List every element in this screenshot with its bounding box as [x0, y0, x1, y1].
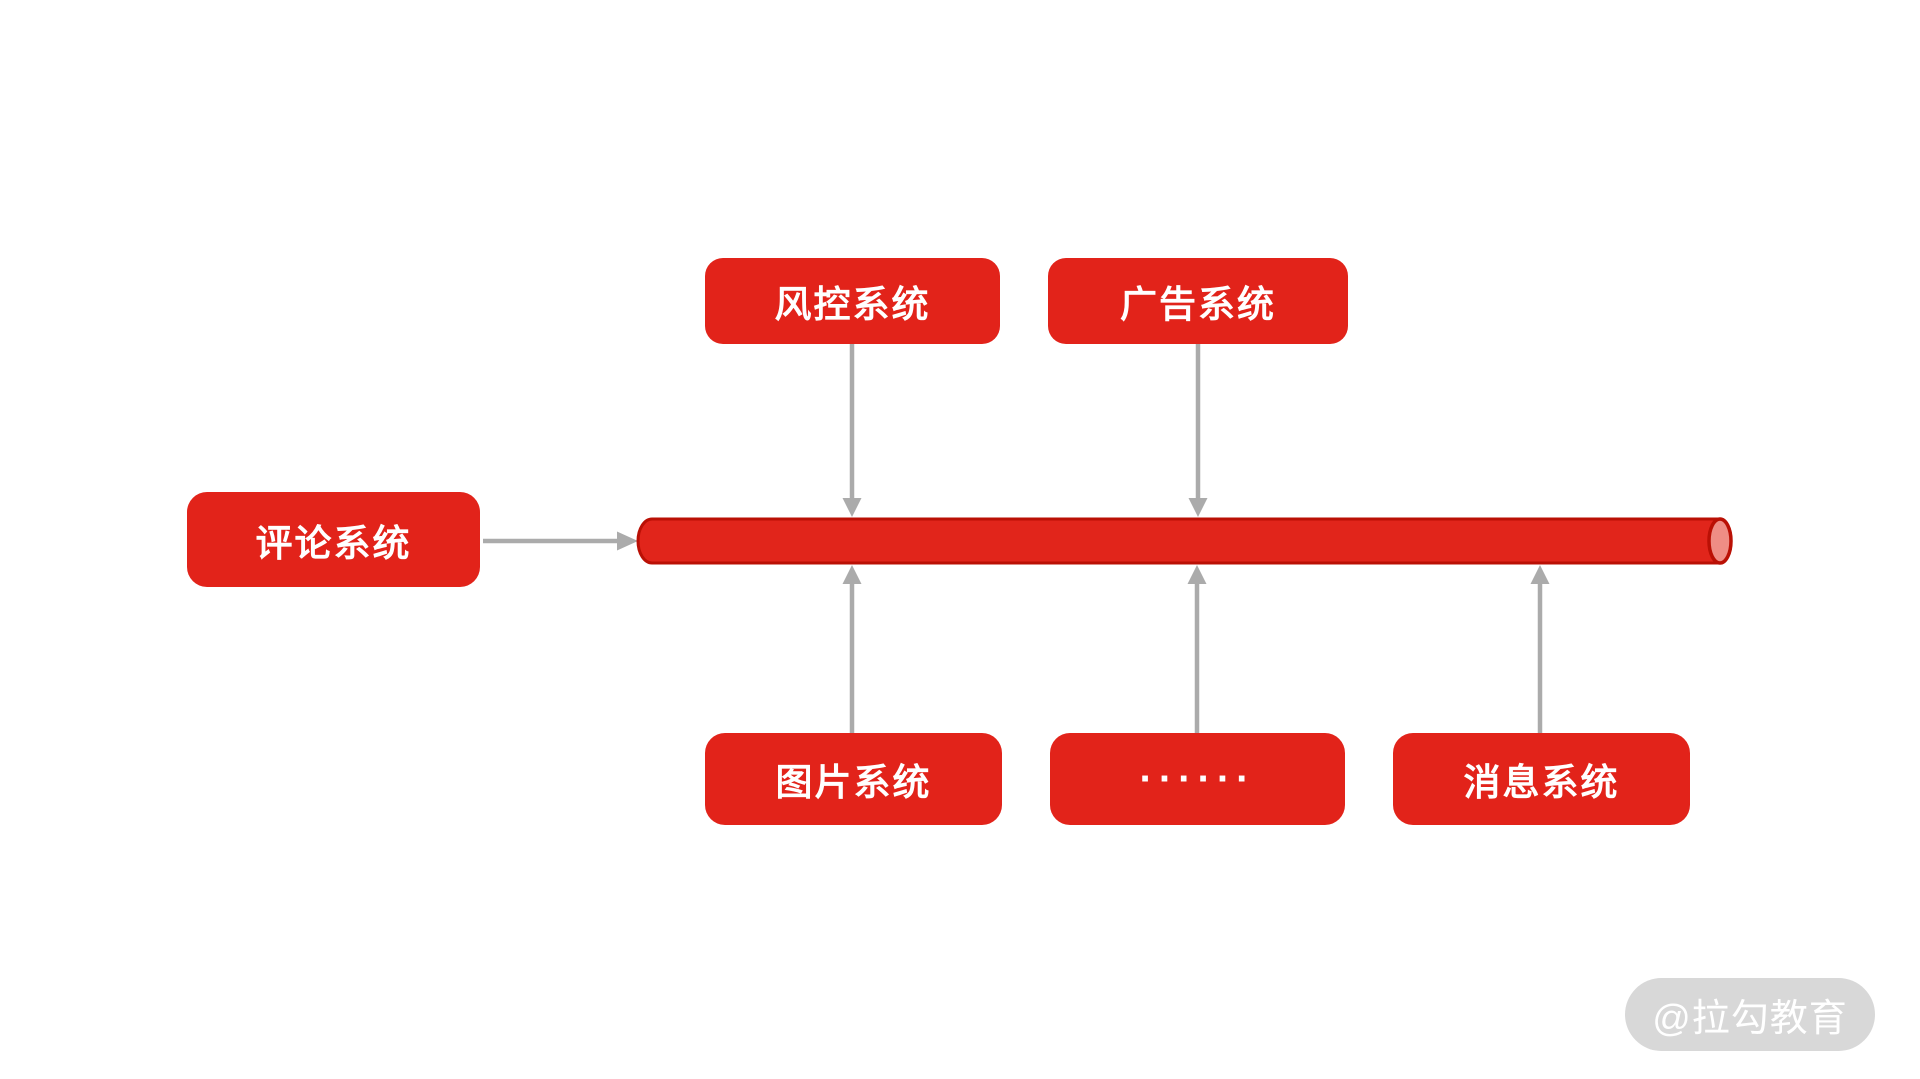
node-image-system: 图片系统: [705, 733, 1002, 825]
watermark-badge: @拉勾教育: [1625, 978, 1875, 1051]
node-other-systems-ellipsis: ······: [1050, 733, 1345, 825]
arrow-comment-to-queue: [483, 531, 638, 551]
arrow-message-to-queue: [1530, 565, 1550, 733]
node-risk-control-system: 风控系统: [705, 258, 1000, 344]
message-queue-cylinder: [636, 517, 1733, 565]
watermark-text: @拉勾教育: [1652, 998, 1848, 1040]
arrow-image-to-queue: [842, 565, 862, 733]
arrow-risk-to-queue: [842, 344, 862, 517]
node-comment-system: 评论系统: [187, 492, 480, 587]
node-label: 评论系统: [255, 522, 412, 564]
node-message-system: 消息系统: [1393, 733, 1690, 825]
node-label: 消息系统: [1463, 762, 1620, 803]
arrow-ellipsis-to-queue: [1187, 565, 1207, 733]
node-label: 风控系统: [774, 284, 931, 325]
arrow-ad-to-queue: [1188, 344, 1208, 517]
node-ad-system: 广告系统: [1048, 258, 1348, 344]
node-label: 广告系统: [1120, 284, 1276, 325]
cylinder-cap: [1707, 517, 1733, 565]
node-label: ······: [1139, 756, 1256, 801]
node-label: 图片系统: [775, 762, 932, 803]
